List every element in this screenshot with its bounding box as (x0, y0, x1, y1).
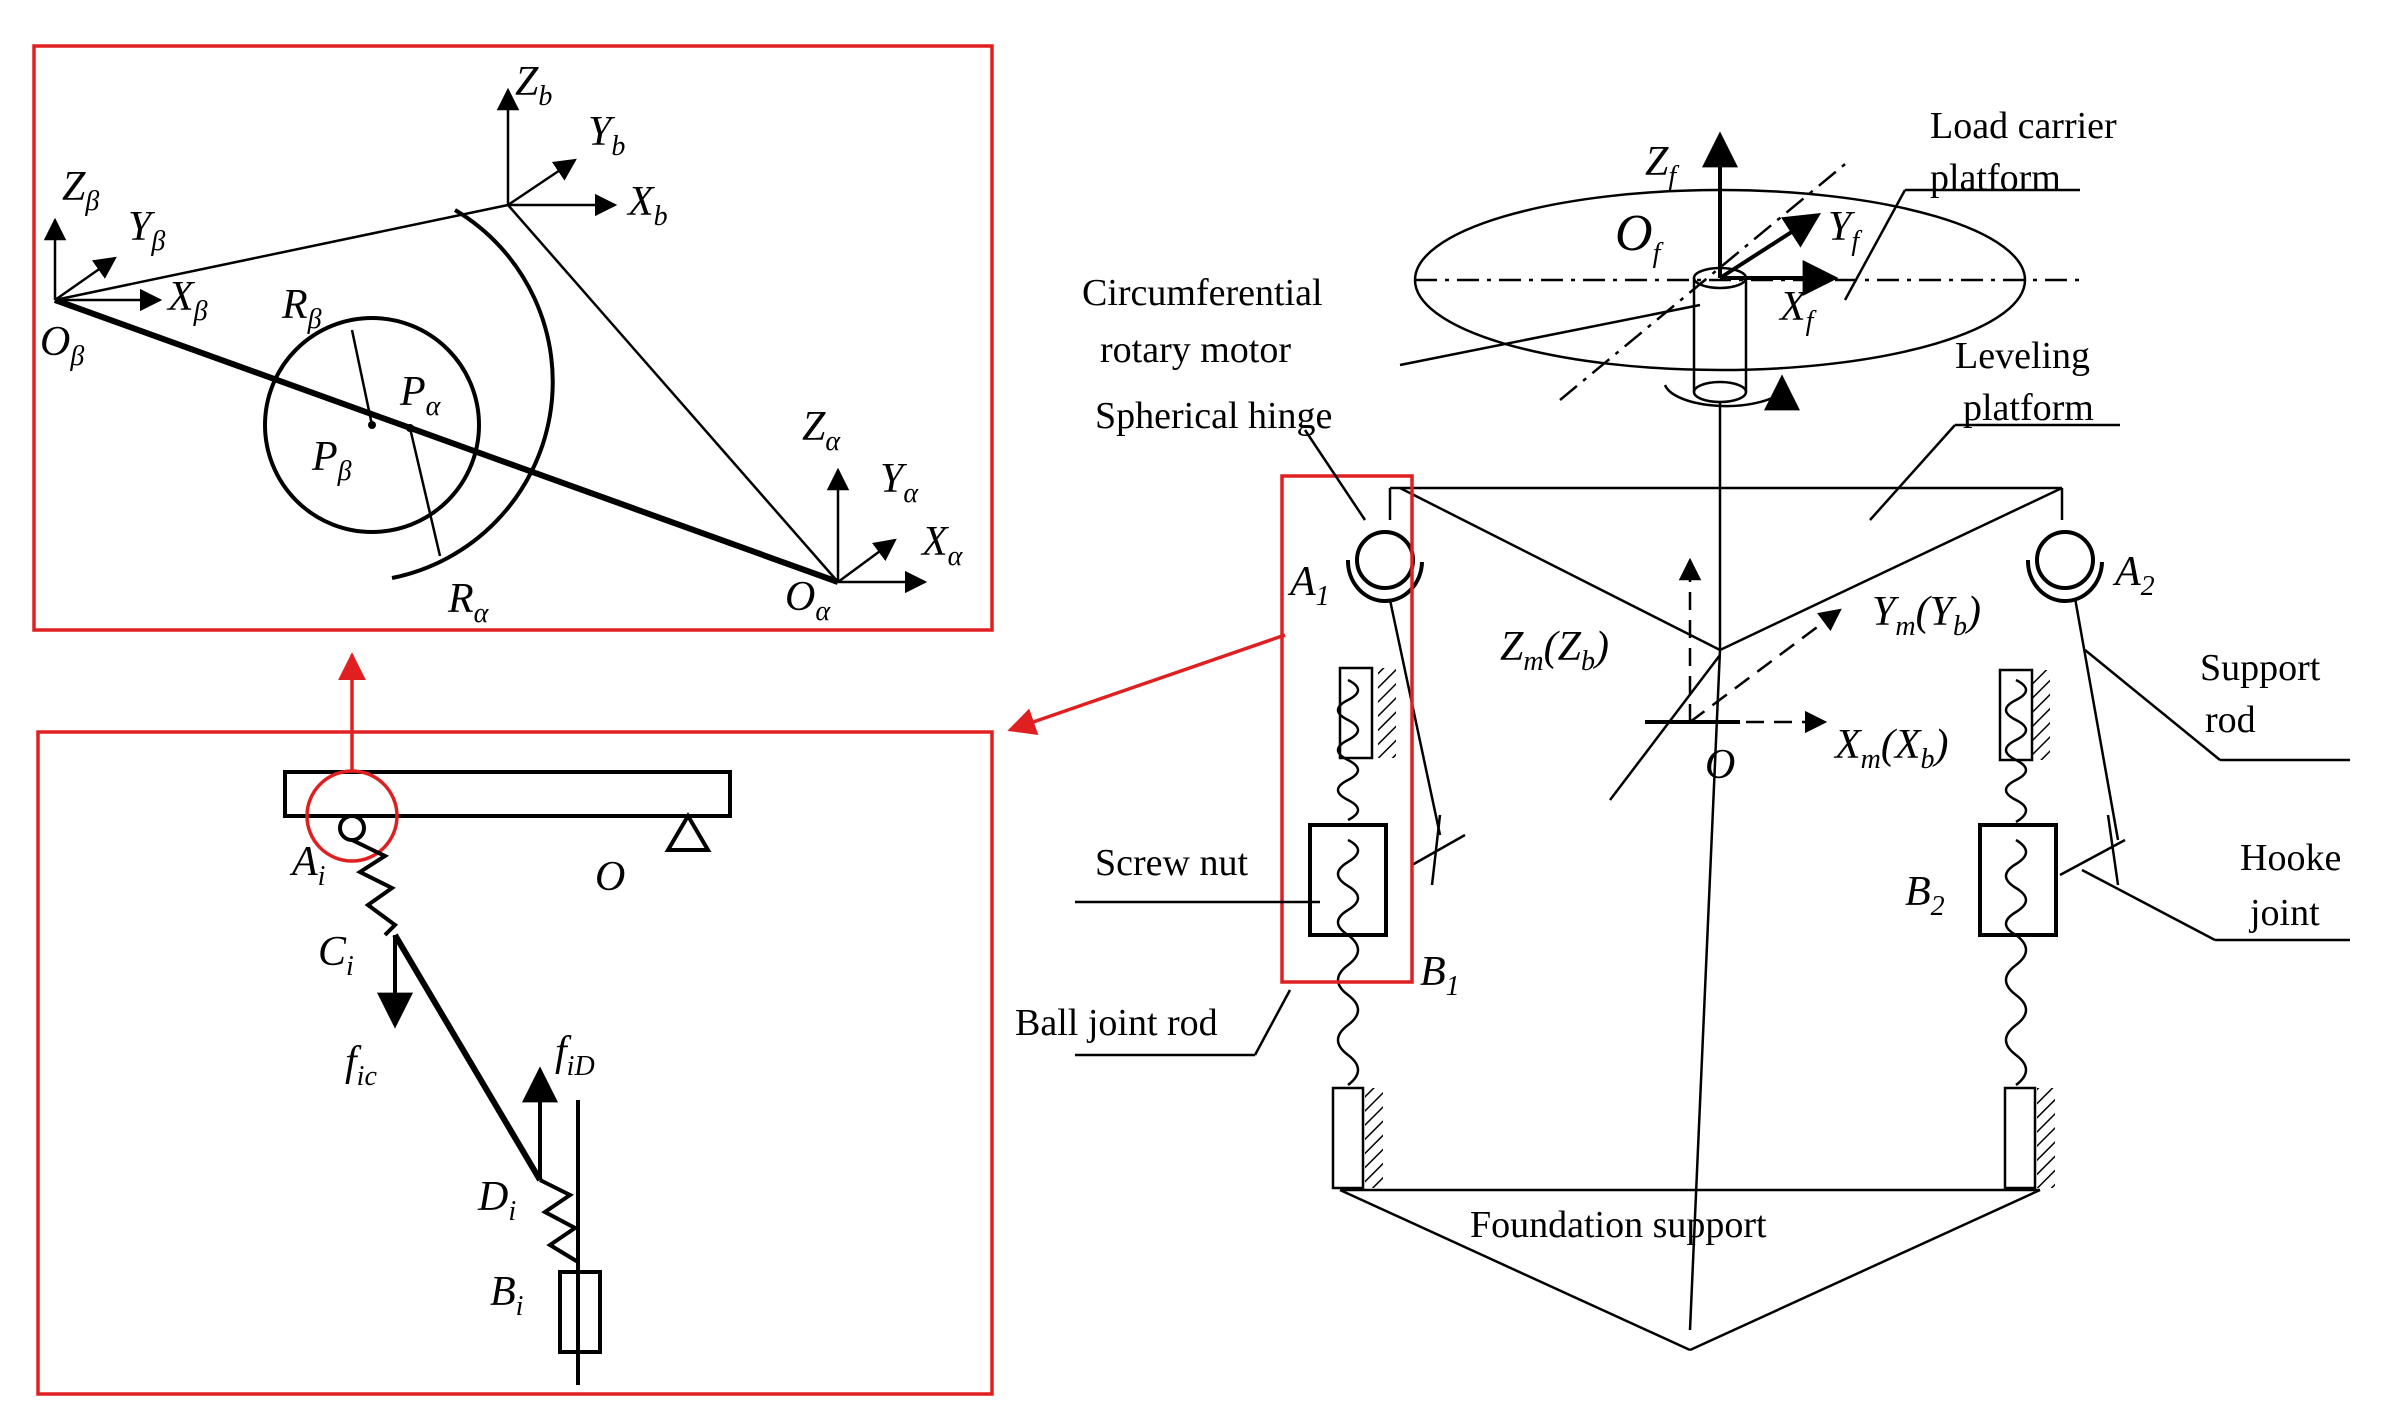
label-zb: Zb (515, 59, 552, 112)
top-left-panel-frame (32, 44, 994, 632)
spherical-hinge-a2 (2035, 530, 2095, 590)
label-a1: A1 (1287, 559, 1330, 612)
label-ybeta: Yβ (128, 204, 165, 257)
label-support-rod: Support (2200, 647, 2321, 689)
label-ralpha: Rα (447, 576, 490, 629)
label-bi: Bi (490, 1269, 523, 1322)
label-ci: Ci (318, 929, 354, 982)
slider-bi (558, 1270, 602, 1354)
mechanism-panel: Load carrier platform Circumferential ro… (1015, 105, 2350, 1352)
label-circ-motor: Circumferential (1082, 272, 1323, 314)
label-rbeta: Rβ (281, 282, 322, 335)
highlight-circle (305, 769, 399, 863)
label-palpha: Pα (399, 369, 442, 422)
label-yb: Yb (588, 109, 625, 162)
simplified-model-panel: Ai O Ci fic fiD Di Bi (36, 730, 994, 1396)
detail-geometry-panel: Zb Yb Xb Zβ Yβ Xβ Oβ Rβ Pβ Pα Rα Zα Yα X… (32, 44, 994, 632)
label-xb: Xb (626, 179, 668, 232)
label-fid: fiD (555, 1029, 595, 1082)
label-support-rod-2: rod (2205, 699, 2256, 741)
label-di: Di (477, 1174, 516, 1227)
screw-nut-left (1308, 823, 1388, 937)
label-o: O (1705, 742, 1735, 788)
label-leveling-2: platform (1963, 387, 2094, 429)
platform-beam (283, 770, 732, 818)
label-o-bottom: O (595, 854, 625, 900)
label-load-carrier: Load carrier (1930, 105, 2117, 147)
label-zalpha: Zα (802, 404, 841, 457)
label-xm: Xm(Xb) (1833, 722, 1949, 775)
label-b2: B2 (1905, 869, 1945, 922)
label-leveling: Leveling (1955, 335, 2090, 377)
label-zbeta: Zβ (62, 164, 99, 217)
circle-p-beta (263, 316, 481, 534)
label-yalpha: Yα (880, 456, 919, 509)
label-of: Of (1615, 205, 1664, 269)
label-b1: B1 (1420, 949, 1460, 1002)
left-leg-highlight (1280, 474, 1414, 984)
label-yf: Yf (1828, 204, 1862, 257)
bottom-left-panel-frame (36, 730, 994, 1396)
label-ball-joint-rod: Ball joint rod (1015, 1002, 1218, 1044)
label-xbeta: Xβ (166, 274, 208, 327)
label-zf: Zf (1645, 139, 1679, 192)
label-pbeta: Pβ (311, 434, 352, 487)
label-hooke: Hooke (2240, 837, 2341, 879)
label-spherical-hinge: Spherical hinge (1095, 395, 1332, 437)
label-zm: Zm(Zb) (1500, 624, 1609, 677)
joint-ai (338, 814, 366, 842)
label-hooke-2: joint (2248, 892, 2320, 934)
label-a2: A2 (2112, 549, 2155, 602)
label-foundation: Foundation support (1470, 1204, 1767, 1246)
label-oalpha: Oα (785, 574, 831, 627)
label-ai: Ai (289, 839, 325, 892)
spherical-hinge-a1 (1355, 530, 1415, 590)
label-xalpha: Xα (920, 519, 964, 572)
label-circ-motor-2: rotary motor (1100, 329, 1291, 371)
label-ym: Ym(Yb) (1872, 589, 1981, 642)
connector-arrow-left (1007, 633, 1286, 736)
arc-r-alpha (391, 208, 555, 580)
label-xf: Xf (1778, 284, 1817, 337)
label-load-carrier-2: platform (1930, 157, 2061, 199)
label-fic: fic (345, 1039, 377, 1092)
label-screw-nut: Screw nut (1095, 842, 1248, 884)
label-obeta: Oβ (40, 319, 84, 372)
